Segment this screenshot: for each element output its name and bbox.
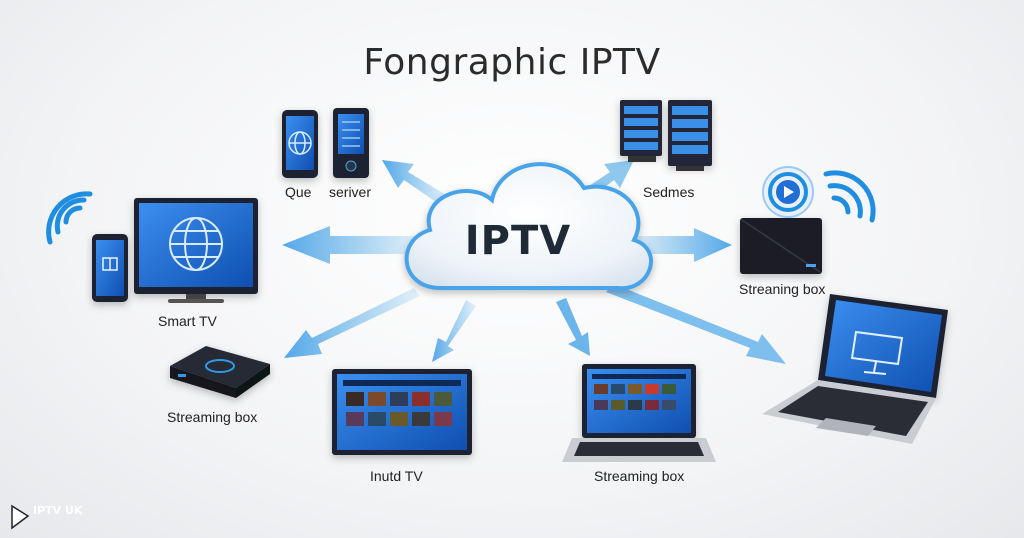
monitor-icon	[850, 330, 904, 375]
laptop-bottom-device	[562, 364, 716, 462]
arrow-to-streaming-box-right	[629, 228, 732, 262]
laptop-right-device	[762, 294, 948, 444]
label-streaming-box-left: Streaming box	[167, 409, 258, 425]
arrow-to-laptop-right	[606, 284, 786, 364]
phone-left-device	[92, 234, 128, 302]
label-streaming-box-right: Streaning box	[739, 281, 826, 297]
media-tiles	[346, 392, 452, 426]
label-laptop-bottom: Streaming box	[594, 468, 685, 484]
label-tv-bottom: Inutd TV	[370, 468, 423, 484]
server-top-device	[333, 108, 369, 178]
page-title: Fongraphic IPTV	[363, 42, 661, 83]
cloud-label: IPTV	[464, 218, 572, 264]
wifi-icon-left	[46, 191, 93, 245]
globe-icon	[169, 217, 223, 271]
smart-tv-device	[134, 198, 258, 303]
wifi-icon-right	[823, 170, 876, 223]
arrow-to-tv-bottom	[432, 300, 476, 362]
phone-top-device	[282, 110, 318, 178]
label-servers-right: Sedmes	[643, 184, 695, 200]
label-phone-top: Que	[285, 184, 312, 200]
book-icon	[102, 257, 118, 271]
arrow-to-server-top	[382, 160, 448, 206]
brand-logo: IPTV UK	[8, 504, 82, 517]
logo-text: IPTV UK	[33, 504, 83, 517]
tv-bottom-device	[332, 369, 472, 455]
arrow-to-streaming-box-left	[284, 288, 420, 358]
globe-icon-small	[288, 131, 312, 155]
streaming-box-right-device	[740, 166, 822, 274]
arrow-to-smart-tv	[282, 226, 420, 264]
servers-right-device	[620, 100, 712, 171]
label-smart-tv: Smart TV	[158, 313, 217, 329]
logo-play-icon	[11, 504, 30, 530]
iptv-cloud	[404, 162, 653, 291]
streaming-box-left-device	[170, 346, 270, 398]
play-disc-icon	[762, 166, 814, 218]
label-server-top: seriver	[329, 184, 372, 200]
arrow-to-laptop-bottom	[556, 298, 590, 356]
